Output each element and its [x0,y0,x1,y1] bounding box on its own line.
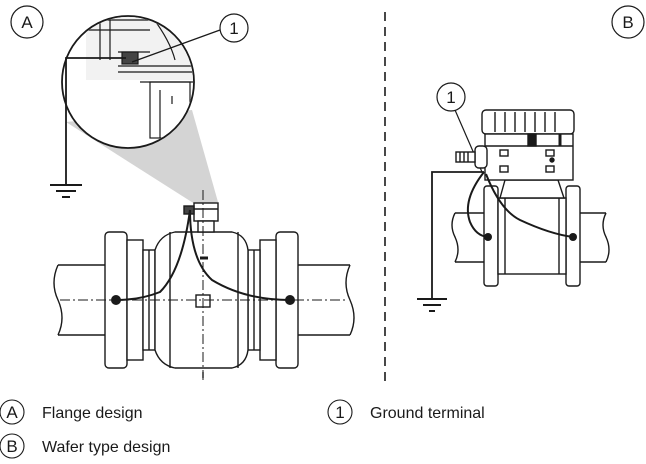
ground-wire-a [65,57,126,184]
svg-text:1: 1 [335,403,344,422]
svg-text:A: A [6,403,18,422]
view-a-marker: A [10,5,44,39]
legend: A Flange design B Wafer type design 1 Gr… [0,399,485,459]
center-lines-a [60,190,345,380]
pipe-left-a [53,264,105,336]
view-b-marker: B [611,5,645,39]
legend-item-b: B Wafer type design [0,433,170,459]
ground-point-right-b [569,233,577,241]
svg-text:A: A [21,13,33,32]
svg-text:Flange design: Flange design [42,405,143,422]
view-b-wafer-design: B 1 [417,5,645,312]
ground-point-left-a [111,295,121,305]
ground-cables-a [115,209,291,301]
legend-item-1: 1 Ground terminal [327,399,485,425]
ground-cables-b [466,171,574,238]
legend-item-a: A Flange design [0,399,143,425]
svg-text:B: B [622,13,633,32]
ground-point-right-a [285,295,295,305]
transmitter-housing-b [455,109,575,181]
pipe-right-a [298,264,355,336]
callout-1-b: 1 [436,82,483,173]
terminal-housing-a [183,202,219,233]
ground-wire-b [431,171,484,298]
svg-text:Wafer type design: Wafer type design [42,439,170,456]
svg-text:B: B [6,437,17,456]
transmitter-neck-b [499,179,565,199]
svg-text:1: 1 [446,88,455,107]
svg-text:1: 1 [229,19,238,38]
ground-symbol-a [50,184,82,198]
sensor-body-a [154,231,249,378]
view-a-flange-design: A [10,5,355,380]
pipe-right-b [578,212,610,263]
pipe-left-b [451,212,488,263]
callout-1-a: 1 [131,13,249,63]
svg-text:Ground terminal: Ground terminal [370,405,485,422]
ground-point-left-b [484,233,492,241]
sensor-body-b [497,197,567,275]
magnifier-detail [61,15,195,149]
ground-symbol-b [417,298,447,312]
